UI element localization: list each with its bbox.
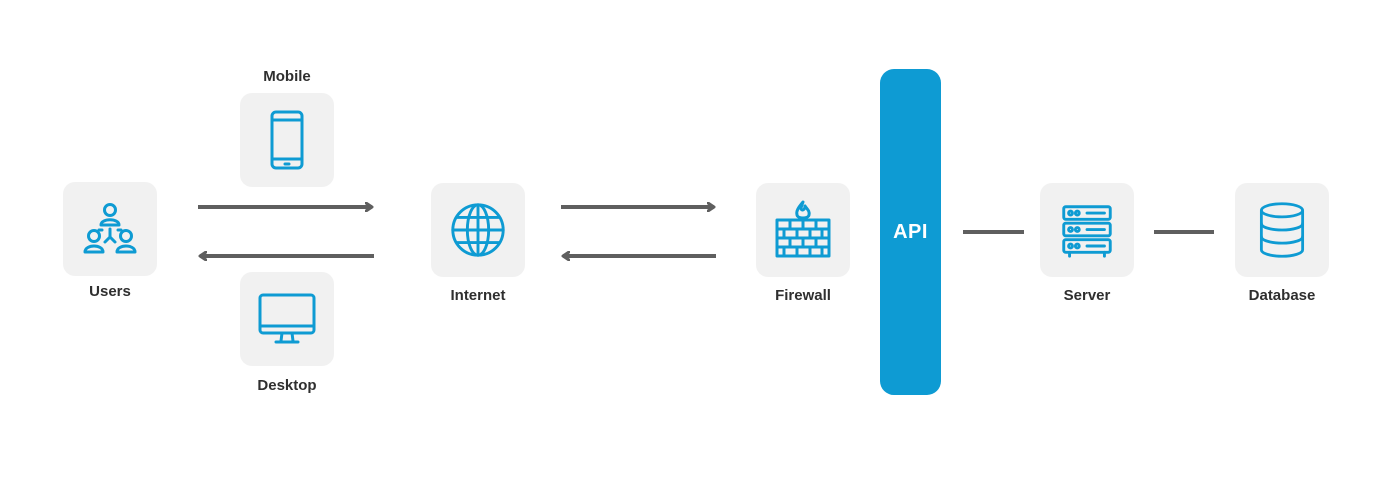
mobile-label: Mobile <box>263 68 311 85</box>
api-label: API <box>893 220 928 243</box>
server-node <box>1040 183 1134 277</box>
desktop-label: Desktop <box>257 377 317 394</box>
internet-node <box>431 183 525 277</box>
server-icon <box>1062 205 1112 258</box>
desktop-node <box>240 272 334 366</box>
database-label: Database <box>1248 287 1316 304</box>
firewall-node <box>756 183 850 277</box>
users-node <box>63 182 157 276</box>
users-icon <box>83 203 137 254</box>
mobile-node <box>240 93 334 187</box>
server-label: Server <box>1063 287 1111 304</box>
smartphone-icon <box>270 110 304 170</box>
users-label: Users <box>89 283 131 300</box>
firewall-label: Firewall <box>775 287 831 304</box>
database-icon <box>1259 202 1305 258</box>
database-node <box>1235 183 1329 277</box>
globe-icon <box>451 203 505 257</box>
internet-label: Internet <box>450 287 506 304</box>
api-bar: API <box>880 69 941 395</box>
monitor-icon <box>258 293 316 344</box>
firewall-icon <box>775 200 831 258</box>
